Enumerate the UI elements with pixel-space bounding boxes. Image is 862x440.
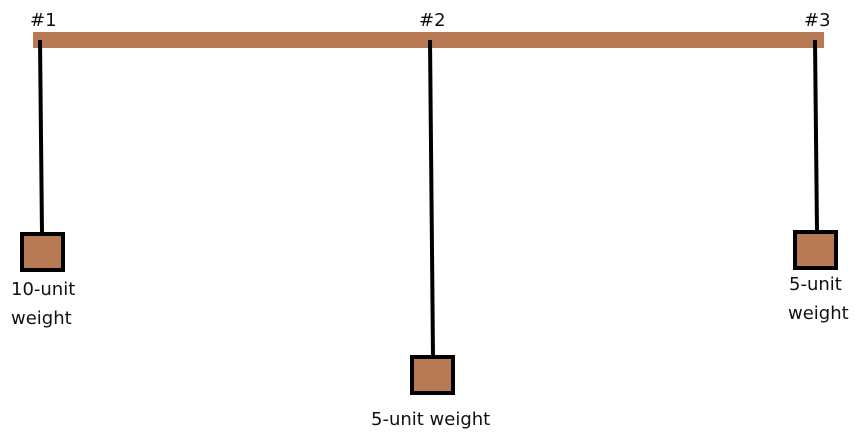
weight-label-1-line1: 10-unit bbox=[11, 279, 75, 300]
point-label-1: #1 bbox=[30, 10, 57, 31]
weight-label-3-line2: weight bbox=[788, 303, 849, 324]
beam bbox=[33, 32, 824, 48]
string-3 bbox=[813, 39, 819, 233]
point-label-2: #2 bbox=[419, 10, 446, 31]
point-label-3: #3 bbox=[804, 10, 831, 31]
weight-3 bbox=[793, 230, 838, 270]
string-1 bbox=[38, 39, 44, 235]
weight-1 bbox=[20, 232, 65, 272]
weight-label-3-line1: 5-unit bbox=[789, 274, 842, 295]
weight-2 bbox=[410, 355, 455, 395]
weight-label-1-line2: weight bbox=[11, 308, 72, 329]
string-2 bbox=[428, 39, 435, 358]
weight-label-2: 5-unit weight bbox=[371, 409, 490, 430]
